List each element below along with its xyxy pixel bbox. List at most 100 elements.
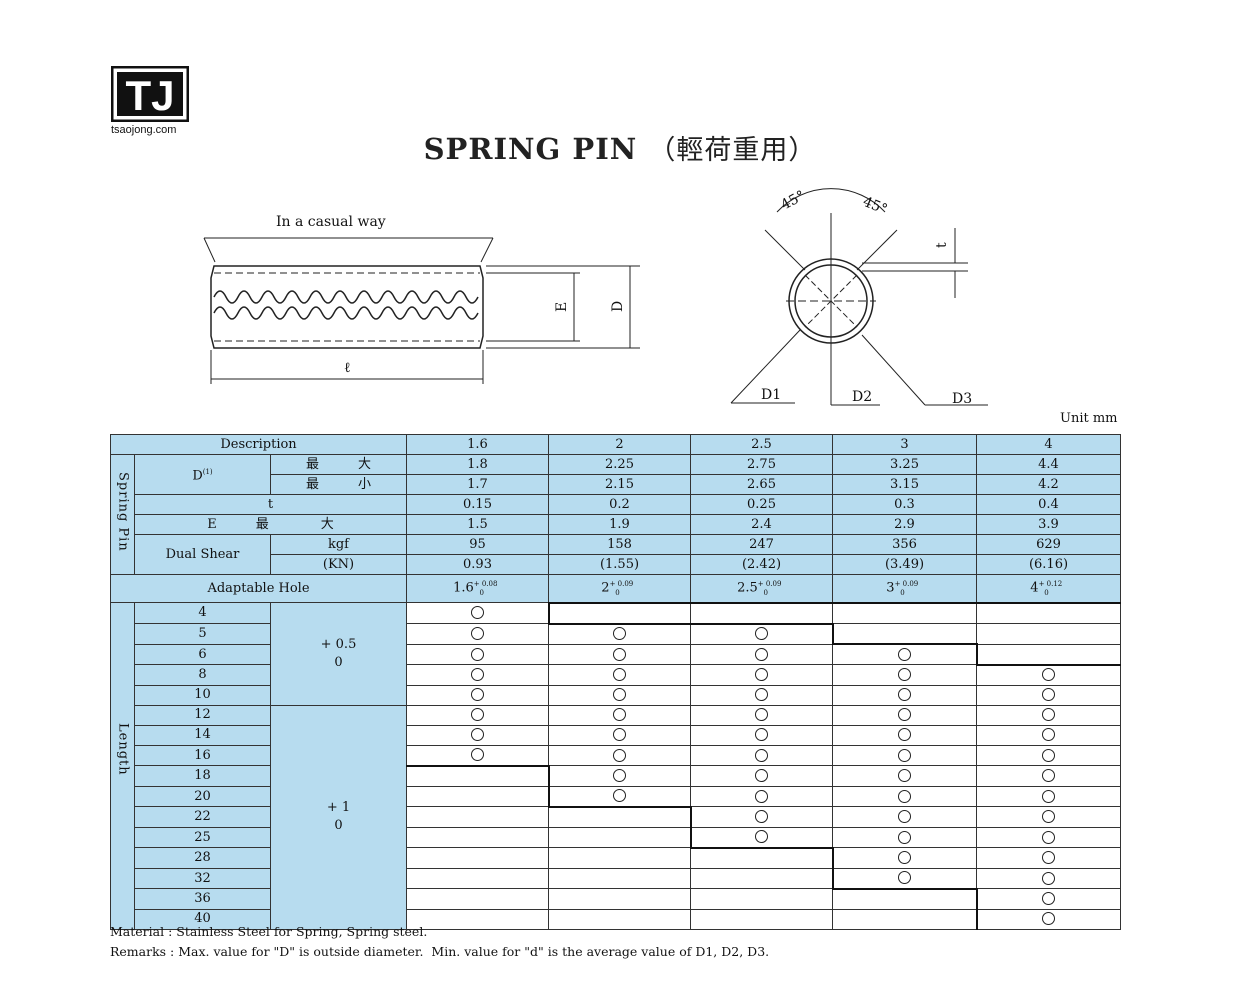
d-max-value: 3.25 — [832, 454, 977, 475]
available-mark — [613, 789, 627, 803]
hole-value: 2.5+ 0.090 — [690, 573, 833, 604]
logo: TJ — [111, 66, 189, 122]
availability-cell — [976, 785, 1121, 808]
length-label: Length — [110, 602, 135, 930]
available-mark — [1042, 912, 1056, 926]
available-mark — [471, 708, 484, 722]
available-mark — [898, 708, 911, 722]
available-mark — [755, 810, 769, 824]
available-mark — [613, 708, 626, 722]
length-value: 16 — [134, 744, 271, 767]
availability-cell — [548, 805, 691, 828]
available-mark — [613, 627, 626, 641]
availability-cell — [976, 744, 1121, 767]
tol2-a: + 1 — [326, 800, 351, 816]
title-cn: （輕荷重用） — [648, 135, 817, 166]
availability-cell — [547, 765, 691, 787]
availability-cell — [548, 867, 691, 890]
available-mark — [898, 851, 912, 865]
available-mark — [898, 789, 911, 803]
hole-upper-tol: + 0.09 — [609, 580, 634, 588]
length-row: 32 — [111, 867, 1121, 890]
available-mark — [755, 769, 768, 783]
hole-label: Adaptable Hole — [110, 573, 407, 604]
availability-cell — [406, 724, 549, 746]
available-mark — [754, 627, 768, 641]
available-mark — [613, 748, 626, 762]
availability-cell — [976, 826, 1121, 849]
availability-cell — [548, 888, 691, 910]
length-value: 22 — [134, 806, 271, 828]
availability-cell — [832, 744, 977, 767]
size-header: 3 — [832, 434, 977, 455]
length-value: 40 — [134, 908, 271, 930]
available-mark — [471, 647, 484, 661]
t-value: 0.2 — [548, 494, 691, 515]
t-dim-label: t — [934, 242, 950, 248]
page-title: SPRING PIN （輕荷重用） — [0, 128, 1240, 167]
length-text: Length — [115, 723, 131, 777]
tol1-b: 0 — [334, 655, 343, 671]
available-mark — [898, 688, 911, 702]
d-min-value: 2.15 — [548, 474, 691, 495]
availability-cell — [689, 826, 833, 849]
available-mark — [471, 668, 484, 682]
hole-lower-tol: 0 — [615, 588, 620, 597]
availability-cell — [690, 765, 833, 787]
available-mark — [755, 668, 768, 682]
t-value: 0.25 — [690, 494, 833, 515]
available-mark — [470, 606, 484, 620]
availability-cell — [976, 867, 1121, 890]
available-mark — [1042, 789, 1055, 803]
available-mark — [755, 830, 769, 844]
hole-lower-tol: 0 — [900, 588, 905, 597]
availability-cell — [690, 724, 833, 746]
available-mark — [613, 688, 626, 702]
available-mark — [613, 668, 626, 682]
length-row: 22 — [111, 805, 1121, 828]
available-mark — [898, 668, 911, 682]
available-mark — [613, 728, 626, 742]
tol2-b: 0 — [334, 818, 343, 834]
availability-cell — [831, 847, 977, 869]
availability-cell — [832, 765, 977, 787]
available-mark — [471, 627, 484, 641]
hole-base: 2.5 — [737, 580, 758, 596]
title-main: SPRING PIN — [423, 132, 638, 166]
availability-cell — [831, 623, 977, 645]
angle2-label: 45° — [861, 194, 890, 218]
availability-cell — [548, 664, 691, 686]
availability-cell — [548, 704, 691, 726]
d-dim-label: D — [610, 301, 626, 312]
available-mark — [1042, 748, 1055, 762]
hole-lower-tol: 0 — [479, 589, 484, 598]
tol1-a: + 0.5 — [320, 637, 357, 653]
hole-upper-tol: + 0.12 — [1038, 580, 1063, 588]
e-value: 3.9 — [976, 514, 1121, 535]
d-max-value: 4.4 — [976, 454, 1121, 475]
e-value: 2.4 — [690, 514, 833, 535]
availability-cell — [548, 744, 691, 767]
available-mark — [898, 810, 911, 824]
t-value: 0.4 — [976, 494, 1121, 515]
available-mark — [471, 728, 484, 742]
t-label: t — [134, 494, 407, 515]
notes: Material : Stainless Steel for Spring, S… — [110, 922, 769, 962]
availability-cell — [976, 806, 1121, 828]
length-row: 6 — [111, 643, 1121, 666]
availability-cell — [689, 806, 833, 828]
availability-cell — [548, 724, 691, 746]
availability-cell — [548, 826, 691, 849]
availability-cell — [832, 826, 977, 849]
availability-cell — [406, 908, 549, 930]
length-row: 14 — [111, 724, 1121, 746]
availability-cell — [547, 785, 691, 808]
description-label: Description — [110, 434, 407, 455]
availability-cell — [690, 601, 833, 625]
min-label: 最 小 — [270, 474, 407, 495]
